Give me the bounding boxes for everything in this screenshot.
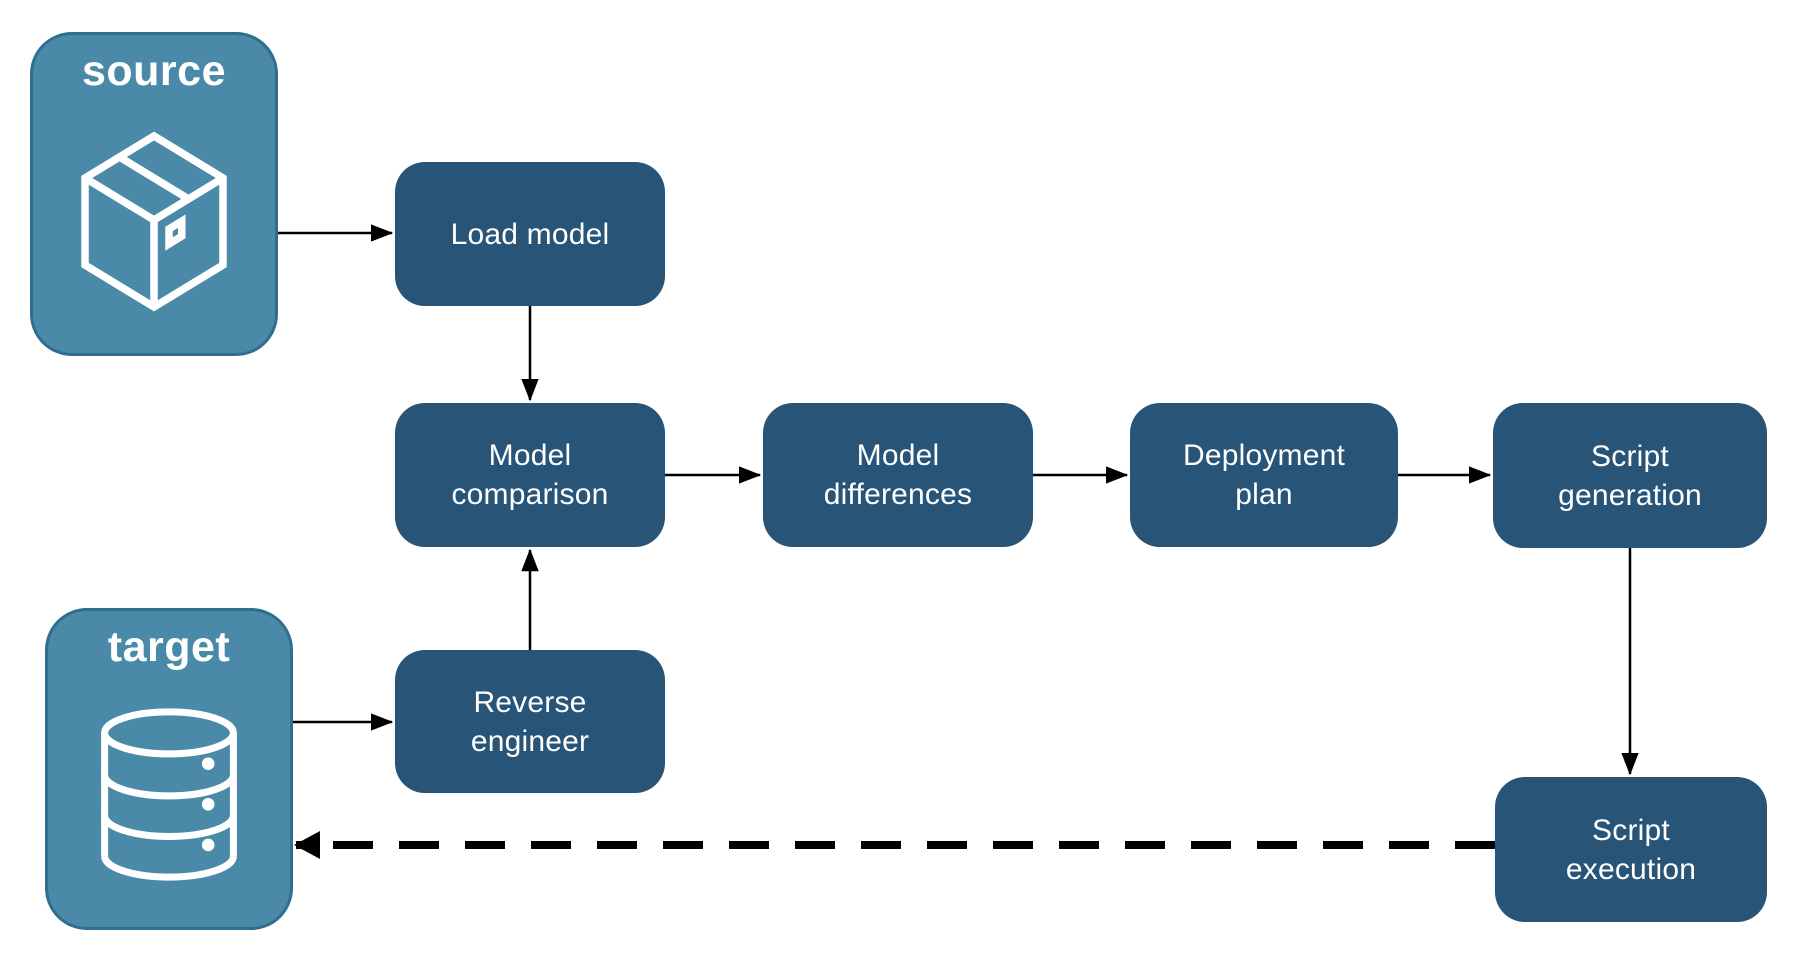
node-model-differences: Model differences bbox=[763, 403, 1033, 547]
entity-target: target bbox=[45, 608, 293, 930]
node-reverse-engineer-label: Reverse engineer bbox=[470, 685, 590, 758]
node-model-comparison-label: Model comparison bbox=[451, 439, 609, 511]
node-script-generation: Script generation bbox=[1493, 403, 1767, 548]
node-script-execution-label: Script execution bbox=[1565, 813, 1697, 886]
node-script-execution: Script execution bbox=[1495, 777, 1767, 922]
node-reverse-engineer: Reverse engineer bbox=[395, 650, 665, 793]
entity-source: source bbox=[30, 32, 278, 356]
node-deployment-plan-label: Deployment plan bbox=[1182, 439, 1346, 511]
entity-source-label: source bbox=[81, 47, 226, 95]
database-icon bbox=[48, 672, 290, 927]
node-model-comparison: Model comparison bbox=[395, 403, 665, 547]
node-script-generation-label: Script generation bbox=[1558, 439, 1702, 512]
node-model-differences-label: Model differences bbox=[823, 439, 973, 511]
entity-target-label: target bbox=[107, 623, 231, 671]
node-load-model: Load model bbox=[395, 162, 665, 306]
node-load-model-label: Load model bbox=[450, 217, 610, 251]
node-deployment-plan: Deployment plan bbox=[1130, 403, 1398, 547]
package-icon bbox=[33, 96, 275, 353]
